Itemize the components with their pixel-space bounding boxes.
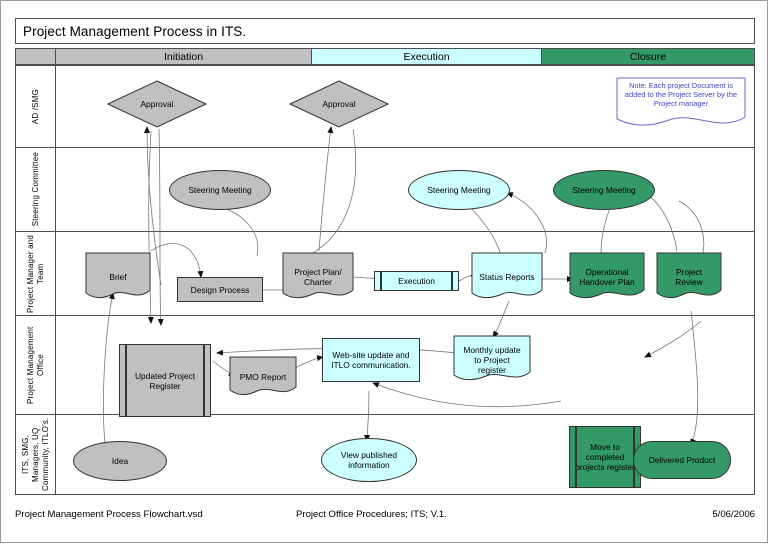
swimlane-label-stakeholders: ITS, SMG, Managers, UQ Community, ITLO's… <box>16 415 56 494</box>
node-move-to-completed-register[interactable]: Move to completed projects register <box>569 426 641 488</box>
swimlane-label-stakeholders-text: ITS, SMG, Managers, UQ Community, ITLO's… <box>20 417 50 492</box>
phase-band-spacer <box>15 48 55 65</box>
node-status-reports[interactable]: Status Reports <box>471 252 543 302</box>
phase-band-execution-label: Execution <box>403 50 450 63</box>
node-monthly-update[interactable]: Monthly update to Project register <box>453 335 531 384</box>
swimlane-label-project-manager-team-text: Project Manager and Team <box>25 234 45 313</box>
node-steering-meeting-2-label: Steering Meeting <box>427 185 491 195</box>
node-monthly-update-label: Monthly update to Project register <box>463 344 521 375</box>
node-project-plan-charter-label: Project Plan/ Charter <box>294 267 342 287</box>
node-view-published-information-label: View published information <box>340 450 398 470</box>
node-approval-1-label: Approval <box>140 99 174 109</box>
document-shape-icon <box>229 356 297 396</box>
swimlane-label-project-manager-team: Project Manager and Team <box>16 232 56 315</box>
node-operational-handover-plan-label: Operational Handover Plan <box>579 267 635 287</box>
node-updated-project-register-label: Updated Project Register <box>134 370 196 391</box>
node-approval-1[interactable]: Approval <box>107 80 207 128</box>
swimlane-label-pmo-text: Project Management Office <box>25 326 45 404</box>
document-shape-icon <box>453 335 531 381</box>
node-pmo-report-label: PMO Report <box>239 372 287 382</box>
node-view-published-information[interactable]: View published information <box>321 438 417 482</box>
node-pmo-report[interactable]: PMO Report <box>229 356 297 398</box>
node-status-reports-label: Status Reports <box>473 272 541 282</box>
node-brief[interactable]: Brief <box>85 252 151 302</box>
node-steering-meeting-1-label: Steering Meeting <box>188 185 252 195</box>
node-project-review[interactable]: Project Review <box>656 252 722 302</box>
document-shape-icon <box>282 252 354 299</box>
footer-date: 5/06/2006 <box>712 509 755 520</box>
node-brief-label: Brief <box>109 272 127 282</box>
node-approval-2[interactable]: Approval <box>289 80 389 128</box>
node-idea-label: Idea <box>111 456 129 466</box>
node-idea[interactable]: Idea <box>73 441 167 481</box>
footer: Project Management Process Flowchart.vsd… <box>1 509 768 529</box>
phase-band-execution: Execution <box>311 48 541 65</box>
note-project-server: Note: Each project Document is added to … <box>616 77 746 130</box>
swimlane-label-steering-committee: Steering Committee <box>16 148 56 231</box>
phase-band-closure: Closure <box>541 48 755 65</box>
node-approval-2-label: Approval <box>322 99 356 109</box>
phase-band-initiation: Initiation <box>55 48 311 65</box>
node-updated-project-register[interactable]: Updated Project Register <box>119 344 211 417</box>
node-steering-meeting-2[interactable]: Steering Meeting <box>408 170 510 210</box>
footer-file-name: Project Management Process Flowchart.vsd <box>15 509 203 520</box>
page-title: Project Management Process in ITS. <box>15 18 755 44</box>
node-project-review-label: Project Review <box>675 267 703 287</box>
diamond-icon <box>289 80 389 128</box>
document-shape-icon <box>85 252 151 299</box>
swimlane-label-ad-smg-text: AD /SMG <box>30 88 40 125</box>
node-move-to-completed-register-label: Move to completed projects register <box>575 442 635 472</box>
phase-band-initiation-label: Initiation <box>163 50 204 63</box>
swimlane-label-pmo: Project Management Office <box>16 316 56 414</box>
page-title-text: Project Management Process in ITS. <box>23 23 247 39</box>
node-design-process-label: Design Process <box>190 284 250 295</box>
node-delivered-product-label: Delivered Product <box>648 455 716 465</box>
node-delivered-product[interactable]: Delivered Product <box>633 441 731 479</box>
note-project-server-text: Note: Each project Document is added to … <box>624 81 738 108</box>
document-shape-icon <box>569 252 645 299</box>
diamond-icon <box>107 80 207 128</box>
note-shape-icon <box>616 77 746 126</box>
node-steering-meeting-3[interactable]: Steering Meeting <box>553 170 655 210</box>
node-steering-meeting-1[interactable]: Steering Meeting <box>169 170 271 210</box>
swimlane-label-ad-smg: AD /SMG <box>16 66 56 147</box>
node-steering-meeting-3-label: Steering Meeting <box>572 185 636 195</box>
node-design-process[interactable]: Design Process <box>177 277 263 302</box>
document-shape-icon <box>471 252 543 299</box>
node-execution[interactable]: Execution <box>374 271 459 291</box>
node-execution-label: Execution <box>398 276 435 286</box>
node-operational-handover-plan[interactable]: Operational Handover Plan <box>569 252 645 302</box>
swimlane-label-steering-committee-text: Steering Committee <box>30 152 40 227</box>
phase-band-closure-label: Closure <box>629 50 667 63</box>
node-project-plan-charter[interactable]: Project Plan/ Charter <box>282 252 354 302</box>
node-status-reports-text: Status Reports <box>479 272 535 282</box>
node-website-update[interactable]: Web-site update and ITLO communication. <box>322 338 420 382</box>
footer-reference: Project Office Procedures; ITS; V.1. <box>296 509 447 520</box>
node-website-update-label: Web-site update and ITLO communication. <box>331 350 411 370</box>
document-shape-icon <box>656 252 722 299</box>
